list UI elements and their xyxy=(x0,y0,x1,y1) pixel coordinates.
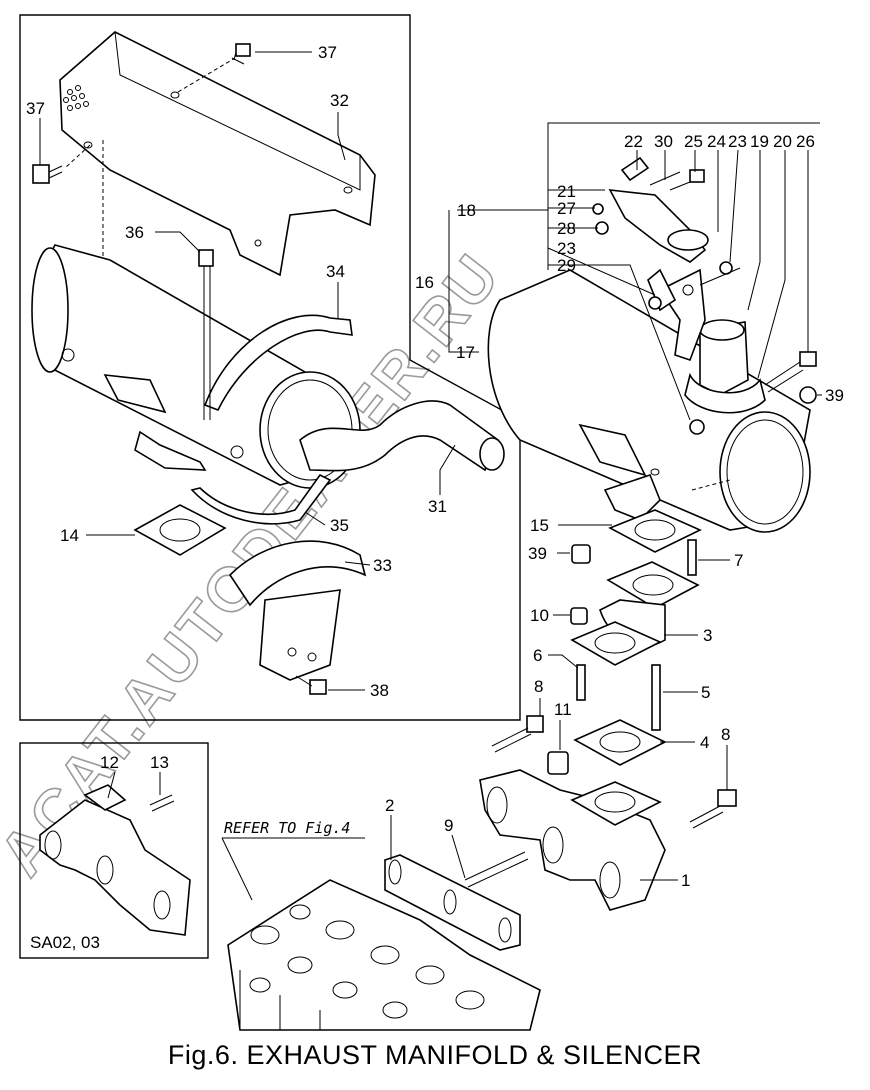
exhaust-elbow-3 xyxy=(570,561,700,666)
callout-23: 23 xyxy=(728,132,747,151)
bolt-38 xyxy=(295,675,327,695)
callout-37: 37 xyxy=(26,99,45,118)
support-bracket-33 xyxy=(228,540,367,681)
callout-28: 28 xyxy=(557,219,576,238)
callout-18: 18 xyxy=(457,201,476,220)
callout-2: 2 xyxy=(385,796,394,815)
tail-pipe xyxy=(299,400,505,472)
callout-25: 25 xyxy=(684,132,703,151)
callout-37: 37 xyxy=(318,43,337,62)
callout-1: 1 xyxy=(681,871,690,890)
callout-27: 27 xyxy=(557,199,576,218)
callout-6: 6 xyxy=(533,646,542,665)
silencer-band-35 xyxy=(190,473,332,525)
callout-30: 30 xyxy=(654,132,673,151)
callout-14: 14 xyxy=(60,526,79,545)
callout-24: 24 xyxy=(707,132,726,151)
nut-39 xyxy=(571,544,591,564)
stay-bracket xyxy=(647,268,706,362)
callout-16: 16 xyxy=(415,273,434,292)
callout-38: 38 xyxy=(370,681,389,700)
callout-8: 8 xyxy=(721,725,730,744)
bolt-8-left xyxy=(491,715,544,753)
callout-21: 21 xyxy=(557,182,576,201)
callout-15: 15 xyxy=(530,516,549,535)
callout-labels: 37 37 32 36 34 31 35 14 33 38 22 30 25 2… xyxy=(26,43,844,890)
callout-3: 3 xyxy=(703,626,712,645)
inset-label: SA02, 03 xyxy=(30,933,100,952)
nut-10 xyxy=(570,607,588,625)
nut-11 xyxy=(547,751,569,775)
gasket-2 xyxy=(384,854,521,951)
cylinder-head xyxy=(227,879,541,1031)
refer-bracket-line xyxy=(221,837,365,901)
exploded-view-drawing: ACAT.AUTODEALER.RU xyxy=(0,14,844,1031)
callout-8: 8 xyxy=(534,677,543,696)
gasket-14 xyxy=(133,504,227,556)
exhaust-manifold-1 xyxy=(479,769,666,911)
heat-shield-cover xyxy=(59,31,376,277)
callout-12: 12 xyxy=(100,753,119,772)
callout-5: 5 xyxy=(701,683,710,702)
callout-20: 20 xyxy=(773,132,792,151)
refer-note: REFER TO Fig.4 xyxy=(224,819,350,837)
bolts-top-right xyxy=(592,169,817,435)
callout-33: 33 xyxy=(373,556,392,575)
callout-9: 9 xyxy=(444,816,453,835)
silencer-band-34 xyxy=(203,314,353,412)
callout-22: 22 xyxy=(624,132,643,151)
bolt-36 xyxy=(198,249,214,420)
figure-caption: Fig.6. EXHAUST MANIFOLD & SILENCER xyxy=(167,1040,703,1070)
stud-5 xyxy=(651,664,661,731)
callout-39: 39 xyxy=(825,386,844,405)
callout-29: 29 xyxy=(557,256,576,275)
silencer-right xyxy=(487,269,811,533)
bolt-37-left xyxy=(32,164,63,184)
callout-36: 36 xyxy=(125,223,144,242)
callout-10: 10 xyxy=(530,606,549,625)
callout-23: 23 xyxy=(557,239,576,258)
callout-32: 32 xyxy=(330,91,349,110)
callout-13: 13 xyxy=(150,753,169,772)
leader-lines xyxy=(39,51,822,881)
callout-11: 11 xyxy=(554,700,572,719)
leader-dash xyxy=(64,144,91,169)
callout-35: 35 xyxy=(330,516,349,535)
callout-39: 39 xyxy=(528,544,547,563)
inset-manifold xyxy=(39,784,191,936)
callout-26: 26 xyxy=(796,132,815,151)
callout-31: 31 xyxy=(428,497,447,516)
callout-19: 19 xyxy=(750,132,769,151)
bracket-assembly-border xyxy=(547,122,820,270)
inset-box xyxy=(19,742,209,959)
gasket-15 xyxy=(603,474,702,553)
stud-9 xyxy=(464,851,529,888)
callout-7: 7 xyxy=(734,551,743,570)
outlet-pipe xyxy=(684,319,766,414)
stud-6 xyxy=(576,664,586,701)
flange-bracket xyxy=(608,156,709,263)
bolt-37-top xyxy=(231,43,251,65)
callout-4: 4 xyxy=(700,733,709,752)
stud-7 xyxy=(687,539,697,576)
callout-34: 34 xyxy=(326,262,345,281)
callout-17: 17 xyxy=(456,343,475,362)
bolt-8-right xyxy=(689,789,737,829)
